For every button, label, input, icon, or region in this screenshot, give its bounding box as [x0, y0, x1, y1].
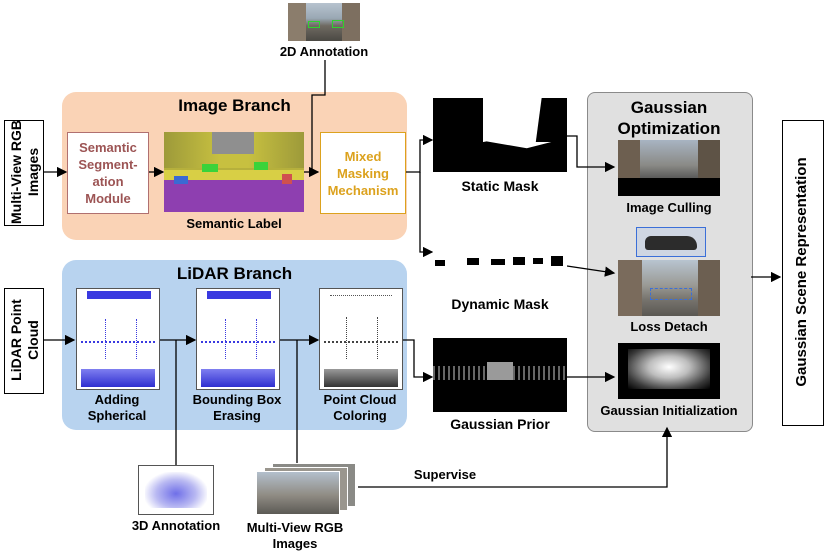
rgb-input-label: Multi-View RGB Images [8, 120, 41, 224]
semantic-segmentation-module-label: Semantic Segment-ation Module [78, 140, 138, 206]
lidar-input-box [4, 288, 44, 394]
static-mask-label: Static Mask [461, 178, 539, 194]
output-label: Gaussian Scene Representation [793, 157, 810, 387]
loss-detach-label: Loss Detach [630, 319, 708, 334]
gaussian-initialization-label: Gaussian Initialization [600, 403, 738, 418]
dynamic-mask-label: Dynamic Mask [451, 296, 549, 312]
bounding-box-erasing-label: Bounding Box Erasing [192, 392, 282, 423]
point-cloud-coloring-label: Point Cloud Coloring [323, 392, 397, 423]
supervise-label: Supervise [413, 467, 477, 482]
loss-detach-car-image [636, 227, 706, 257]
rgb-images-stack [256, 463, 356, 515]
rgb-images-bottom-label: Multi-View RGB Images [246, 520, 344, 551]
semantic-label-caption: Semantic Label [186, 216, 282, 231]
lidar-input-label: LiDAR Point Cloud [8, 299, 41, 381]
gaussian-optimization-title: Gaussian Optimization [617, 98, 721, 138]
mixed-masking-mechanism-label: Mixed Masking Mechanism [327, 148, 399, 198]
image-culling-image [618, 140, 720, 196]
mixed-masking-mechanism: Mixed Masking Mechanism [320, 132, 406, 214]
semantic-segmentation-module: Semantic Segment-ation Module [67, 132, 149, 214]
point-cloud-coloring-image [319, 288, 403, 390]
rgb-input-box [4, 120, 44, 226]
adding-spherical-image [76, 288, 160, 390]
gaussian-prior-image [433, 338, 567, 412]
loss-detach-image [618, 260, 720, 316]
bounding-box-erasing-image [196, 288, 280, 390]
gaussian-initialization-image [618, 343, 720, 399]
output-box [782, 120, 824, 426]
adding-spherical-label: Adding Spherical [87, 392, 147, 423]
image-branch-title: Image Branch [178, 96, 291, 115]
annotation-2d-image [288, 3, 360, 41]
annotation-3d-label: 3D Annotation [131, 518, 221, 533]
dynamic-mask-image [433, 216, 567, 292]
annotation-3d-image [138, 465, 214, 515]
gaussian-prior-label: Gaussian Prior [450, 416, 550, 432]
lidar-branch-title: LiDAR Branch [176, 264, 293, 283]
annotation-2d-label: 2D Annotation [279, 44, 369, 59]
image-culling-label: Image Culling [626, 200, 712, 215]
semantic-label-image [164, 132, 304, 212]
static-mask-image [433, 98, 567, 172]
